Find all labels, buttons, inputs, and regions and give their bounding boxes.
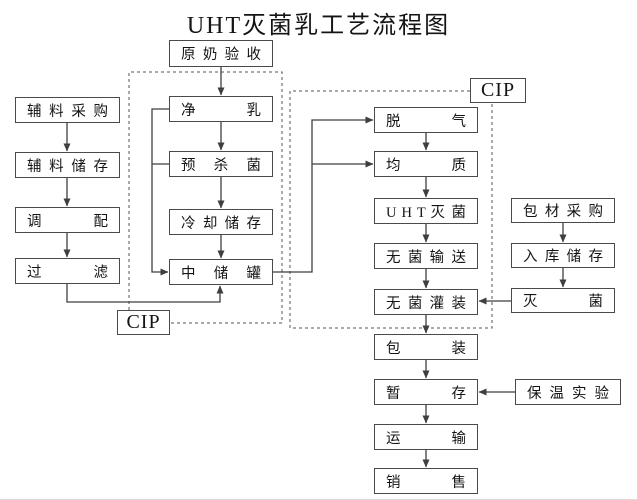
node-label: 过 滤 <box>27 264 108 281</box>
node-filtering: 过 滤 <box>15 258 120 284</box>
node-label: 暂 存 <box>386 385 466 402</box>
node-label: 均 质 <box>386 157 466 174</box>
node-blending: 调 配 <box>15 207 120 233</box>
node-label: 辅 料 采 购 <box>27 103 108 120</box>
node-label: 中 储 罐 <box>181 265 261 282</box>
node-label: 净 乳 <box>181 102 261 119</box>
cip-region-left-dashed <box>128 71 283 324</box>
node-label: 无 菌 灌 装 <box>386 295 466 312</box>
cip-region-right-dashed <box>289 90 493 329</box>
node-packaging-material-purchase: 包 材 采 购 <box>511 198 615 223</box>
node-homogenization: 均 质 <box>374 151 478 177</box>
node-label: 预 杀 菌 <box>181 157 261 174</box>
node-label: CIP <box>480 79 516 101</box>
node-transport: 运 输 <box>374 424 478 450</box>
node-temporary-storage: 暂 存 <box>374 379 478 405</box>
node-packaging-sterilization: 灭 菌 <box>511 288 615 313</box>
node-label: 灭 菌 <box>523 294 603 310</box>
node-buffer-tank: 中 储 罐 <box>169 259 273 285</box>
node-cip-right: CIP <box>470 78 526 103</box>
node-packaging: 包 装 <box>374 334 478 360</box>
node-label: 冷 却 储 存 <box>181 215 261 232</box>
node-raw-milk-acceptance: 原 奶 验 收 <box>169 40 273 67</box>
node-aseptic-filling: 无 菌 灌 装 <box>374 289 478 315</box>
flow-arrows <box>63 67 567 468</box>
node-label: 入 库 储 存 <box>523 249 603 265</box>
node-uht-sterilization: U H T 灭 菌 <box>374 198 478 224</box>
node-cip-left: CIP <box>117 310 170 335</box>
node-label: 保 温 实 验 <box>527 385 609 402</box>
node-label: 运 输 <box>386 430 466 447</box>
node-label: 无 菌 输 送 <box>386 249 466 266</box>
node-label: U H T 灭 菌 <box>386 204 466 221</box>
node-label: 销 售 <box>386 474 466 491</box>
node-sales: 销 售 <box>374 468 478 494</box>
node-label: 包 装 <box>386 340 466 357</box>
node-label: CIP <box>126 311 161 333</box>
node-label: 包 材 采 购 <box>523 204 603 220</box>
node-aux-material-storage: 辅 料 储 存 <box>15 152 120 178</box>
node-aux-material-purchase: 辅 料 采 购 <box>15 97 120 123</box>
node-incubation-test: 保 温 实 验 <box>515 379 621 405</box>
node-label: 辅 料 储 存 <box>27 158 108 175</box>
node-aseptic-transfer: 无 菌 输 送 <box>374 243 478 269</box>
diagram-title: UHT灭菌乳工艺流程图 <box>186 13 451 39</box>
node-milk-clarification: 净 乳 <box>169 96 273 122</box>
node-label: 原 奶 验 收 <box>181 47 261 63</box>
node-degassing: 脱 气 <box>374 107 478 133</box>
node-warehouse-storage: 入 库 储 存 <box>511 243 615 268</box>
node-label: 脱 气 <box>386 113 466 130</box>
node-label: 调 配 <box>27 213 108 230</box>
node-cooling-storage: 冷 却 储 存 <box>169 209 273 235</box>
node-pre-sterilization: 预 杀 菌 <box>169 151 273 177</box>
